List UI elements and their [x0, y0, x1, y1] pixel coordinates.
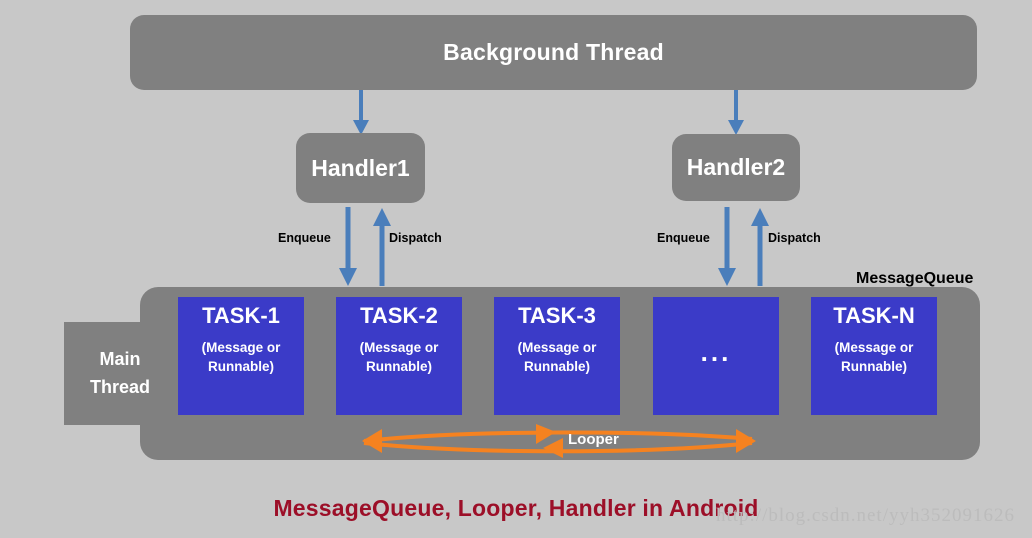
task-3-subtitle-line2: Runnable)	[524, 359, 590, 375]
looper-label: Looper	[568, 431, 619, 448]
background-thread-label: Background Thread	[443, 39, 664, 65]
main-thread-box: Main Thread	[64, 322, 176, 425]
handler2-label: Handler2	[686, 154, 786, 180]
arrow-handler1-enqueue	[339, 207, 357, 286]
task-ellipsis-label: ...	[700, 337, 732, 367]
task-1-subtitle-line2: Runnable)	[208, 359, 274, 375]
task-1-subtitle-line1: (Message or	[201, 339, 281, 355]
task-3-subtitle: (Message or Runnable)	[518, 338, 597, 377]
main-thread-label-line2: Thread	[89, 376, 150, 397]
task-box-n: TASK-N (Message or Runnable)	[811, 297, 937, 415]
task-3-title: TASK-3	[518, 303, 596, 328]
handler1-label: Handler1	[311, 154, 410, 181]
task-2-subtitle-line2: Runnable)	[366, 359, 432, 375]
arrow-background-to-handler1	[353, 90, 369, 135]
task-2-title: TASK-2	[360, 303, 438, 328]
message-queue-title: MessageQueue	[856, 270, 974, 287]
task-n-title: TASK-N	[833, 303, 915, 328]
handler2-enqueue-label: Enqueue	[657, 231, 710, 245]
background-thread-box: Background Thread	[130, 15, 977, 90]
main-thread-label-line1: Main	[99, 348, 141, 369]
arrow-background-to-handler2	[728, 90, 744, 135]
footer-title: MessageQueue, Looper, Handler in Android	[273, 495, 759, 521]
task-n-subtitle-line1: (Message or	[834, 339, 914, 355]
looper-arrow	[362, 424, 756, 458]
task-box-1: TASK-1 (Message or Runnable)	[178, 297, 304, 415]
task-1-subtitle: (Message or Runnable)	[202, 338, 281, 377]
task-box-ellipsis: ...	[653, 297, 779, 415]
task-3-subtitle-line1: (Message or	[517, 339, 597, 355]
handler1-box: Handler1	[296, 133, 425, 203]
task-box-2: TASK-2 (Message or Runnable)	[336, 297, 462, 415]
handler1-enqueue-label: Enqueue	[278, 231, 331, 245]
handler2-dispatch-label: Dispatch	[768, 231, 821, 245]
arrow-handler2-dispatch	[751, 208, 769, 286]
handler1-dispatch-label: Dispatch	[389, 231, 442, 245]
watermark: http://blog.csdn.net/yyh352091626	[716, 505, 1015, 526]
task-2-subtitle-line1: (Message or	[359, 339, 439, 355]
task-1-title: TASK-1	[202, 303, 280, 328]
arrow-handler1-dispatch	[373, 208, 391, 286]
task-box-3: TASK-3 (Message or Runnable)	[494, 297, 620, 415]
task-n-subtitle: (Message or Runnable)	[835, 338, 914, 377]
arrow-handler2-enqueue	[718, 207, 736, 286]
task-n-subtitle-line2: Runnable)	[841, 359, 907, 375]
handler2-box: Handler2	[672, 134, 800, 201]
task-2-subtitle: (Message or Runnable)	[360, 338, 439, 377]
